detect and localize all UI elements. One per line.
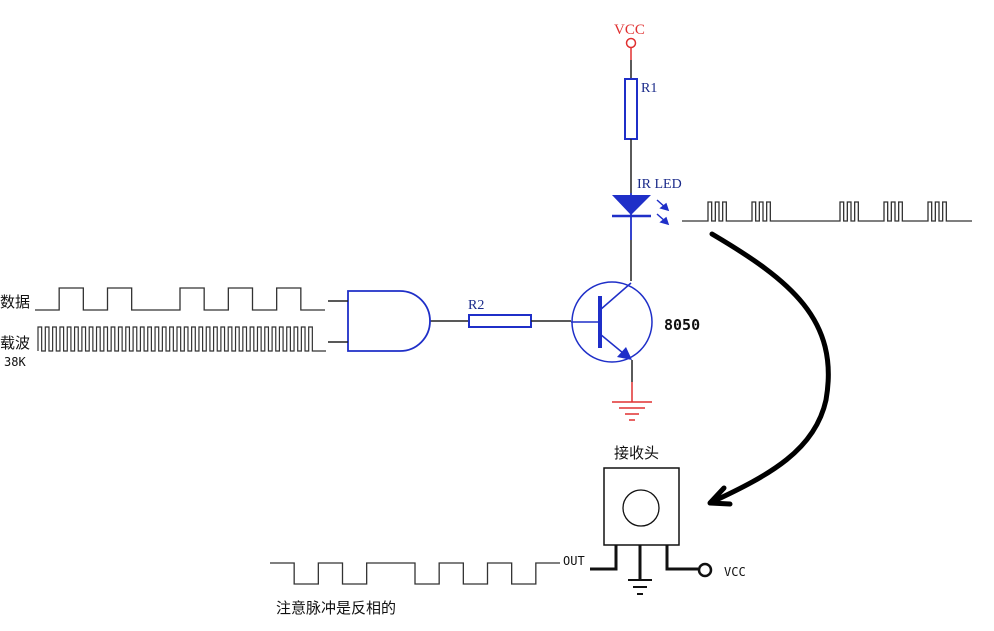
receiver-ground-icon <box>628 579 652 595</box>
emission-arrows-icon <box>656 199 670 226</box>
carrier-waveform <box>37 326 326 352</box>
output-waveform <box>270 562 560 585</box>
r2-label: R2 <box>468 298 484 313</box>
inverted-pulse-note: 注意脉冲是反相的 <box>276 599 396 617</box>
ground-icon <box>612 382 652 421</box>
receiver-body <box>603 467 680 546</box>
ir-receiver: 接收头 VCC OUT <box>563 444 746 595</box>
receiver-vcc-label: VCC <box>724 565 746 579</box>
ir-burst-waveform <box>682 201 972 222</box>
data-label: 数据 <box>0 293 30 311</box>
transmission-arrow-icon <box>707 231 831 507</box>
receiver-label: 接收头 <box>614 444 659 462</box>
vcc-label: VCC <box>614 22 645 38</box>
receiver-out-pin <box>590 545 618 571</box>
ir-led: IR LED <box>612 177 682 240</box>
r1-body <box>624 78 638 140</box>
receiver-vcc-terminal-icon <box>697 562 713 578</box>
emitter-arrow-icon <box>617 347 632 360</box>
receiver-vcc-pin <box>665 545 698 571</box>
carrier-label: 载波 <box>0 334 30 352</box>
carrier-freq-label: 38K <box>4 355 26 369</box>
r1-label: R1 <box>641 81 657 96</box>
ir-led-label: IR LED <box>637 177 682 192</box>
receiver-out-label: OUT <box>563 554 585 568</box>
vcc-terminal: VCC <box>614 22 645 60</box>
and-gate-body <box>347 290 431 352</box>
and-gate <box>328 290 431 352</box>
transistor-collector <box>599 282 632 311</box>
vcc-circle-icon <box>625 37 637 49</box>
data-waveform <box>35 287 325 311</box>
transistor-label: 8050 <box>664 316 700 334</box>
resistor-r2: R2 <box>468 298 532 328</box>
led-triangle-icon <box>612 195 651 215</box>
r2-body <box>468 314 532 328</box>
resistor-r1: R1 <box>624 78 657 140</box>
receiver-lens-icon <box>622 489 660 527</box>
